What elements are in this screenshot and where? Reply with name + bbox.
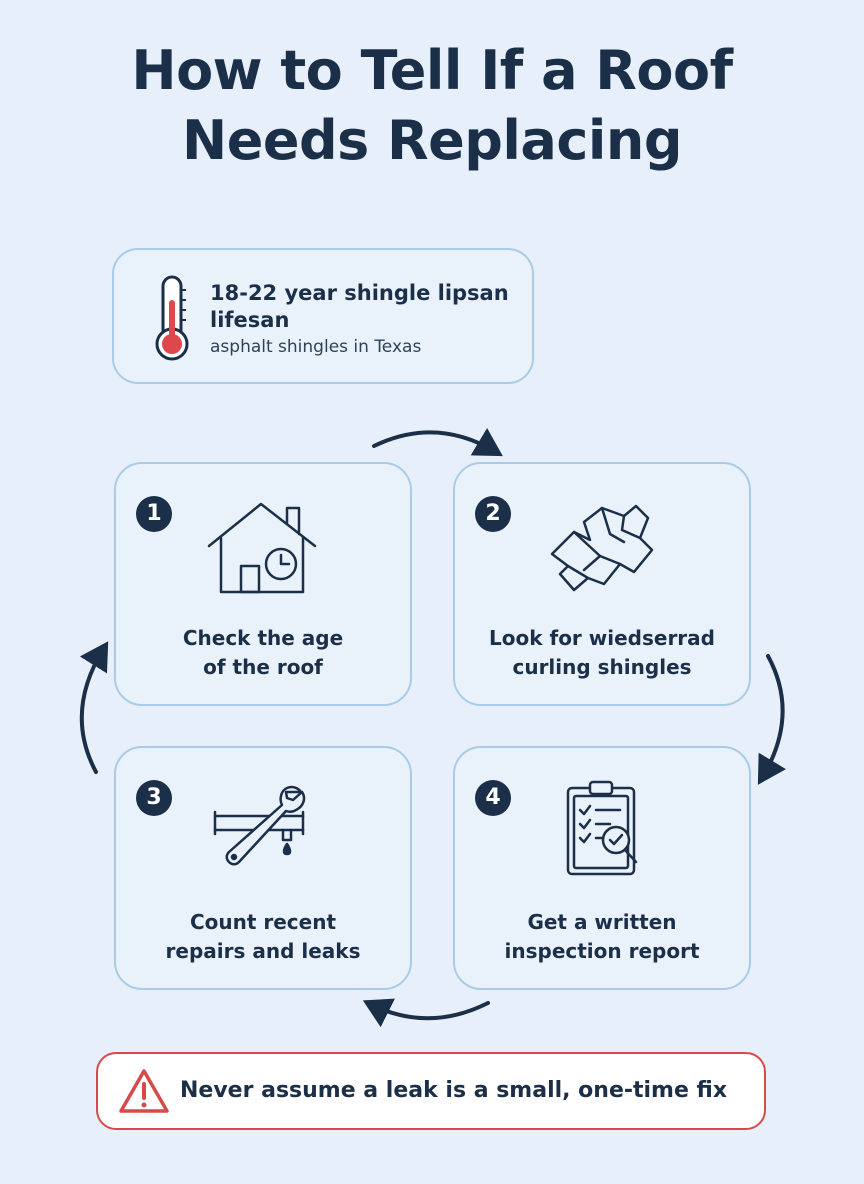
step-label: Look for wiedserrad curling shingles: [489, 626, 715, 679]
lifespan-headline: 18-22 year shingle lipsan lifesan: [210, 281, 509, 332]
page-title-line-1: How to Tell If a Roof: [131, 39, 733, 102]
step-label: Count recent repairs and leaks: [165, 910, 361, 963]
step-number-badge: 2: [475, 496, 511, 532]
page-title: How to Tell If a Roof Needs Replacing: [40, 36, 824, 176]
wrench-pipe-leak-icon: [213, 785, 306, 866]
warning-text: Never assume a leak is a small, one-time…: [180, 1078, 728, 1103]
thermometer-icon: [155, 275, 189, 361]
clipboard-inspection-icon: [566, 780, 638, 876]
curling-shingle-icon: [550, 504, 654, 592]
lifespan-text: 18-22 year shingle lipsan lifesan asphal…: [210, 280, 520, 360]
step-card-2: 2 Look for wiedserrad curling shingles: [453, 462, 751, 706]
step-number-badge: 1: [136, 496, 172, 532]
warning-triangle-icon: [119, 1069, 169, 1113]
arrow-step1-to-step2: [372, 427, 503, 457]
page-title-line-2: Needs Replacing: [182, 109, 682, 172]
step-number-badge: 4: [475, 780, 511, 816]
step-label: Get a written inspection report: [504, 910, 700, 963]
step-number-badge: 3: [136, 780, 172, 816]
step-card-3: 3 Count recent repairs and leaks: [114, 746, 412, 990]
lifespan-subtext: asphalt shingles in Texas: [210, 337, 422, 357]
house-clock-icon: [207, 502, 317, 594]
lifespan-card: 18-22 year shingle lipsan lifesan asphal…: [112, 248, 534, 384]
arrow-step4-to-step3: [362, 998, 490, 1028]
warning-banner: Never assume a leak is a small, one-time…: [96, 1052, 766, 1130]
arrow-step2-to-step4: [757, 654, 787, 785]
step-card-4: 4 Get a written inspection report: [453, 746, 751, 990]
arrow-step3-to-step1: [79, 641, 109, 774]
step-card-1: 1 Check the age of the roof: [114, 462, 412, 706]
step-label: Check the age of the roof: [182, 626, 344, 679]
